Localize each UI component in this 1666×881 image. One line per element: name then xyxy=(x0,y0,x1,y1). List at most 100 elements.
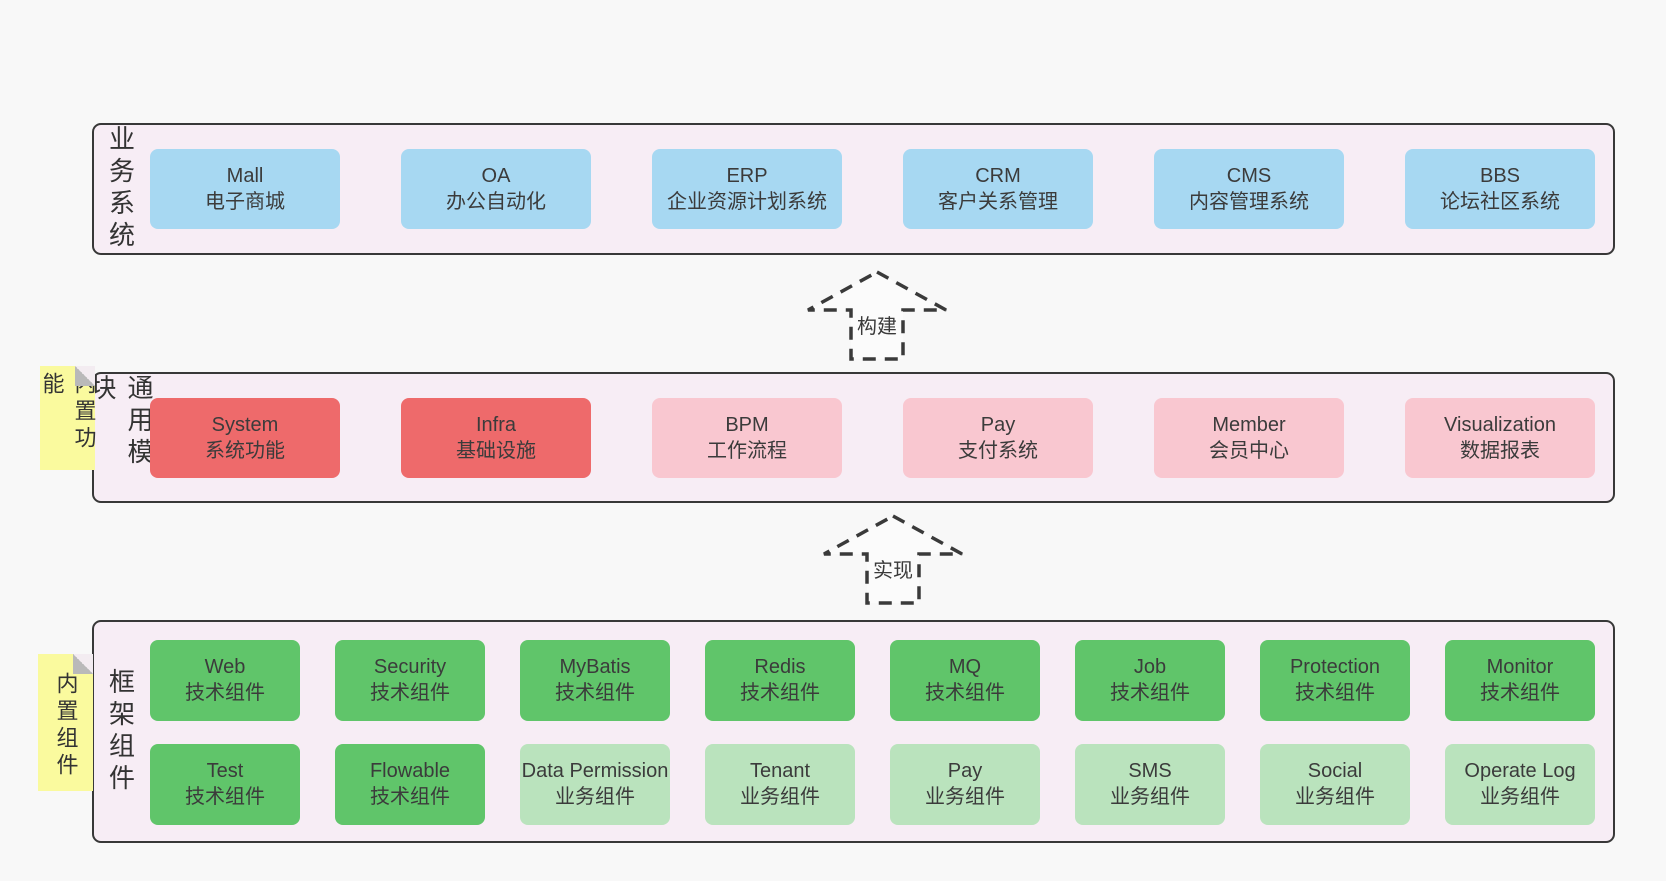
box-visualization: Visualization 数据报表 xyxy=(1405,397,1595,478)
box-desc: 技术组件 xyxy=(1110,682,1190,704)
implement-arrow: 实现 xyxy=(818,512,968,607)
box-desc: 支付系统 xyxy=(958,439,1038,462)
box-security: Security 技术组件 xyxy=(335,639,485,721)
panel-label-business: 业务系统 xyxy=(105,125,136,253)
box-test: Test 技术组件 xyxy=(150,743,300,825)
box-name: BPM xyxy=(725,413,769,436)
panel-business-content: Mall 电子商城 OA 办公自动化 ERP 企业资源计划系统 CRM 客户关系… xyxy=(148,125,1613,253)
box-pay-component: Pay 业务组件 xyxy=(890,743,1040,825)
box-mall: Mall 电子商城 xyxy=(150,149,340,229)
box-name: Pay xyxy=(947,760,983,782)
box-system: System 系统功能 xyxy=(150,397,340,478)
box-web: Web 技术组件 xyxy=(150,639,300,721)
box-desc: 技术组件 xyxy=(185,786,265,808)
panel-modules-content: System 系统功能 Infra 基础设施 BPM 工作流程 Pay 支付系统… xyxy=(148,374,1613,501)
box-desc: 业务组件 xyxy=(740,786,820,808)
box-cms: CMS 内容管理系统 xyxy=(1154,149,1344,229)
sticky-note-built-in-components: 内置组件 xyxy=(38,654,93,791)
box-desc: 技术组件 xyxy=(555,682,635,704)
box-desc: 业务组件 xyxy=(1480,786,1560,808)
box-name: Mall xyxy=(226,165,264,187)
box-bbs: BBS 论坛社区系统 xyxy=(1405,149,1595,229)
box-crm: CRM 客户关系管理 xyxy=(903,149,1093,229)
box-name: System xyxy=(211,413,279,436)
box-mq: MQ 技术组件 xyxy=(890,639,1040,721)
box-name: SMS xyxy=(1128,760,1172,782)
box-name: Flowable xyxy=(369,760,451,782)
box-desc: 内容管理系统 xyxy=(1189,191,1309,213)
box-protection: Protection 技术组件 xyxy=(1260,639,1410,721)
panel-framework-components: 框架组件 Web 技术组件 Security 技术组件 MyBatis 技术组件… xyxy=(92,620,1615,843)
box-infra: Infra 基础设施 xyxy=(401,397,591,478)
box-name: BBS xyxy=(1479,165,1521,187)
box-desc: 基础设施 xyxy=(456,439,536,462)
box-name: Monitor xyxy=(1486,656,1554,678)
box-name: CMS xyxy=(1226,165,1272,187)
box-job: Job 技术组件 xyxy=(1075,639,1225,721)
box-name: Security xyxy=(373,656,447,678)
box-name: Web xyxy=(204,656,246,678)
box-monitor: Monitor 技术组件 xyxy=(1445,639,1595,721)
sticky-label: 内置功能 xyxy=(39,372,97,453)
box-name: Tenant xyxy=(749,760,811,782)
implement-arrow-label: 实现 xyxy=(873,560,913,582)
box-desc: 数据报表 xyxy=(1460,439,1540,462)
box-sms: SMS 业务组件 xyxy=(1075,743,1225,825)
box-name: Pay xyxy=(980,413,1016,436)
box-desc: 业务组件 xyxy=(1295,786,1375,808)
box-desc: 业务组件 xyxy=(555,786,635,808)
box-erp: ERP 企业资源计划系统 xyxy=(652,149,842,229)
box-desc: 技术组件 xyxy=(1480,682,1560,704)
box-name: Member xyxy=(1212,413,1286,436)
box-name: Test xyxy=(206,760,244,782)
box-desc: 技术组件 xyxy=(370,786,450,808)
build-arrow-label: 构建 xyxy=(857,316,897,338)
up-arrow-icon xyxy=(823,514,963,605)
panel-business-systems: 业务系统 Mall 电子商城 OA 办公自动化 ERP 企业资源计划系统 CRM… xyxy=(92,123,1615,255)
panel-common-modules: 通用模块 System 系统功能 Infra 基础设施 BPM 工作流程 Pay… xyxy=(87,372,1615,503)
box-name: Job xyxy=(1133,656,1167,678)
box-name: OA xyxy=(481,165,511,187)
box-data-permission: Data Permission 业务组件 xyxy=(520,743,670,825)
box-name: Data Permission xyxy=(521,760,669,782)
panel-label-framework: 框架组件 xyxy=(105,667,136,796)
box-desc: 技术组件 xyxy=(1295,682,1375,704)
box-desc: 办公自动化 xyxy=(446,191,546,213)
box-name: Protection xyxy=(1289,656,1381,678)
box-name: MQ xyxy=(948,656,982,678)
box-name: Visualization xyxy=(1444,413,1556,436)
box-social: Social 业务组件 xyxy=(1260,743,1410,825)
box-desc: 业务组件 xyxy=(1110,786,1190,808)
build-arrow: 构建 xyxy=(802,268,952,363)
box-desc: 企业资源计划系统 xyxy=(667,191,827,213)
box-desc: 业务组件 xyxy=(925,786,1005,808)
box-mybatis: MyBatis 技术组件 xyxy=(520,639,670,721)
box-desc: 技术组件 xyxy=(740,682,820,704)
box-pay-module: Pay 支付系统 xyxy=(903,397,1093,478)
box-desc: 技术组件 xyxy=(925,682,1005,704)
box-desc: 技术组件 xyxy=(185,682,265,704)
box-desc: 会员中心 xyxy=(1209,439,1289,462)
box-name: MyBatis xyxy=(559,656,631,678)
box-bpm: BPM 工作流程 xyxy=(652,397,842,478)
box-desc: 论坛社区系统 xyxy=(1440,191,1560,213)
panel-label-modules: 通用模块 xyxy=(87,374,154,470)
box-flowable: Flowable 技术组件 xyxy=(335,743,485,825)
box-name: CRM xyxy=(975,165,1021,187)
sticky-label: 内置组件 xyxy=(53,671,79,780)
box-name: Social xyxy=(1307,760,1363,782)
box-oa: OA 办公自动化 xyxy=(401,149,591,229)
box-name: Infra xyxy=(475,413,517,436)
box-redis: Redis 技术组件 xyxy=(705,639,855,721)
box-name: Operate Log xyxy=(1464,760,1576,782)
box-desc: 系统功能 xyxy=(205,439,285,462)
panel-framework-content: Web 技术组件 Security 技术组件 MyBatis 技术组件 Redi… xyxy=(148,622,1613,841)
box-desc: 电子商城 xyxy=(205,191,285,213)
box-name: ERP xyxy=(726,165,768,187)
box-desc: 工作流程 xyxy=(707,439,787,462)
framework-row-2: Test 技术组件 Flowable 技术组件 Data Permission … xyxy=(150,743,1595,825)
up-arrow-icon xyxy=(807,270,947,361)
box-desc: 技术组件 xyxy=(370,682,450,704)
framework-row-1: Web 技术组件 Security 技术组件 MyBatis 技术组件 Redi… xyxy=(150,639,1595,721)
box-member: Member 会员中心 xyxy=(1154,397,1344,478)
